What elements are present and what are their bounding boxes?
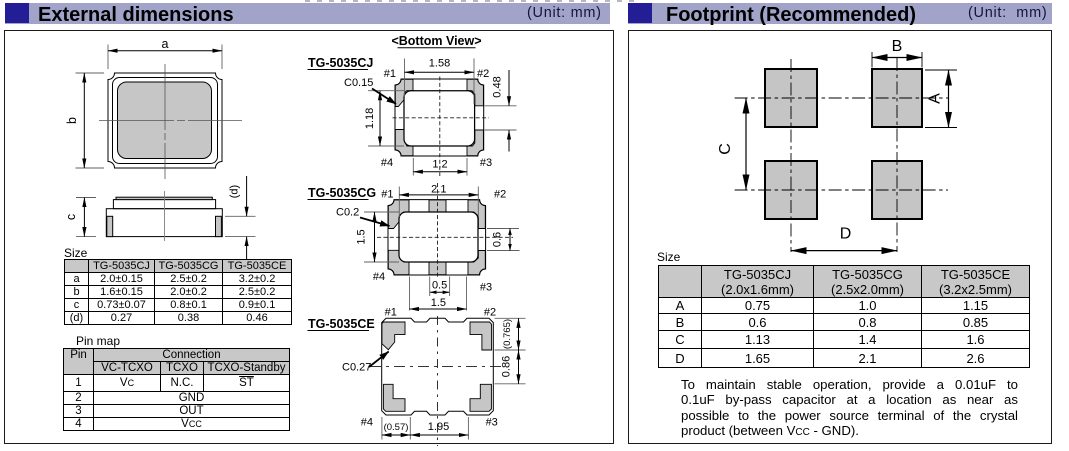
svg-text:#4: #4	[373, 271, 385, 283]
svg-text:c: c	[64, 214, 78, 220]
svg-text:(0.57): (0.57)	[384, 422, 409, 433]
svg-text:#4: #4	[361, 417, 373, 429]
svg-text:1.5: 1.5	[356, 229, 368, 244]
svg-text:D: D	[840, 225, 852, 242]
svg-text:#1: #1	[385, 307, 397, 319]
svg-text:b: b	[65, 117, 79, 124]
svg-text:(0.765): (0.765)	[502, 319, 513, 349]
svg-text:C: C	[717, 143, 734, 155]
svg-text:#1: #1	[384, 68, 396, 80]
svg-text:C0.2: C0.2	[336, 207, 359, 219]
svg-text:#4: #4	[381, 157, 393, 169]
svg-text:a: a	[162, 37, 169, 51]
svg-text:<Bottom View>: <Bottom View>	[391, 34, 481, 48]
svg-text:1.2: 1.2	[432, 158, 447, 170]
svg-text:#3: #3	[480, 282, 492, 294]
svg-text:1.5: 1.5	[431, 297, 446, 309]
svg-text:1.95: 1.95	[428, 421, 449, 433]
svg-text:#2: #2	[494, 189, 506, 201]
svg-text:#1: #1	[381, 189, 393, 201]
svg-text:(d): (d)	[229, 185, 241, 198]
svg-text:#3: #3	[486, 417, 498, 429]
svg-text:0.86: 0.86	[501, 356, 513, 377]
svg-text:TG-5035CE: TG-5035CE	[308, 317, 375, 331]
svg-text:1.58: 1.58	[429, 58, 450, 70]
svg-text:A: A	[927, 93, 944, 104]
svg-text:0.5: 0.5	[432, 280, 447, 292]
svg-text:C0.27: C0.27	[342, 362, 371, 374]
svg-text:B: B	[892, 38, 903, 55]
svg-text:#2: #2	[484, 307, 496, 319]
svg-text:#3: #3	[480, 157, 492, 169]
svg-text:2.1: 2.1	[431, 183, 446, 195]
svg-text:C0.15: C0.15	[344, 77, 373, 89]
svg-text:0.6: 0.6	[492, 232, 504, 247]
svg-text:1.18: 1.18	[364, 108, 376, 129]
svg-text:TG-5035CJ: TG-5035CJ	[308, 56, 373, 70]
svg-text:0.48: 0.48	[492, 76, 504, 97]
svg-text:TG-5035CG: TG-5035CG	[308, 186, 376, 200]
svg-text:#2: #2	[477, 68, 489, 80]
